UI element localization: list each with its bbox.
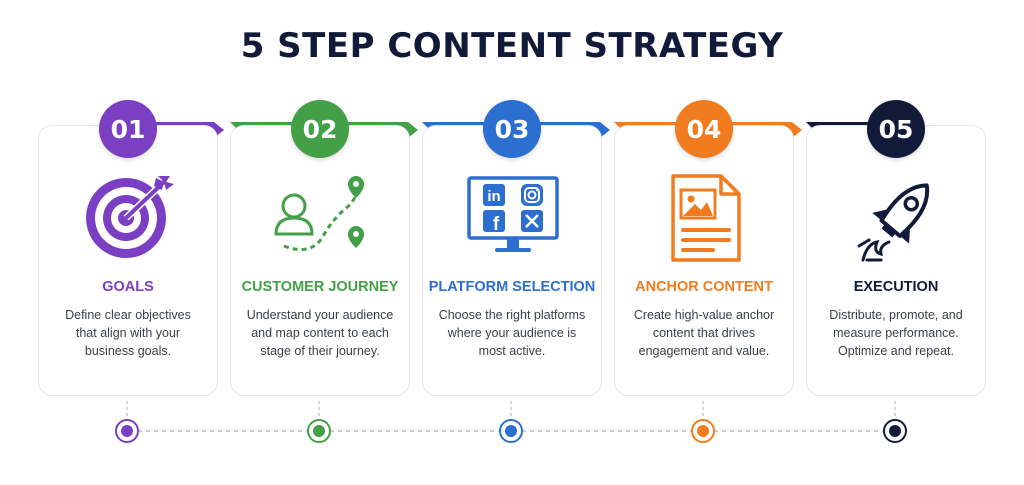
linkedin-label: in xyxy=(487,188,500,205)
timeline-dot-04 xyxy=(691,419,715,443)
step-description-line: stage of their journey. xyxy=(260,344,380,358)
step-title: PLATFORM SELECTION xyxy=(428,279,596,295)
step-title: EXECUTION xyxy=(853,279,939,295)
step-number-badge: 01 xyxy=(99,100,157,158)
timeline-dot-03 xyxy=(499,419,523,443)
timeline-dot-02 xyxy=(307,419,331,443)
timeline-dot-01 xyxy=(115,419,139,443)
step-description-line: most active. xyxy=(478,344,546,358)
facebook-label: f xyxy=(493,214,500,235)
step-description: Choose the right platforms where your au… xyxy=(422,306,602,360)
step-description: Create high-value anchor content that dr… xyxy=(614,306,794,360)
social-platforms-monitor-icon: in f xyxy=(467,176,559,252)
step-title: GOALS xyxy=(102,279,154,295)
step-description-line: business goals. xyxy=(84,344,172,358)
step-description: Understand your audience and map content… xyxy=(230,306,410,360)
step-description-line: where your audience is xyxy=(447,326,577,340)
step-description-line: Choose the right platforms xyxy=(438,308,586,322)
step-description-line: Define clear objectives xyxy=(65,308,191,322)
step-description: Distribute, promote, and measure perform… xyxy=(806,306,986,360)
step-description-line: engagement and value. xyxy=(638,344,770,358)
step-title: ANCHOR CONTENT xyxy=(635,279,773,295)
step-number-badge: 02 xyxy=(291,100,349,158)
timeline xyxy=(115,401,907,443)
step-description: Define clear objectives that align with … xyxy=(38,306,218,360)
step-description-line: Optimize and repeat. xyxy=(837,344,955,358)
step-card-02 xyxy=(230,125,410,396)
rocket-icon xyxy=(857,183,930,262)
step-description-line: Understand your audience xyxy=(246,308,394,322)
step-number-badge: 03 xyxy=(483,100,541,158)
step-title: CUSTOMER JOURNEY xyxy=(241,279,399,295)
page-title: 5 STEP CONTENT STRATEGY xyxy=(240,26,784,66)
timeline-dot-05 xyxy=(883,419,907,443)
step-description-line: Create high-value anchor xyxy=(633,308,775,322)
step-number-badge: 04 xyxy=(675,100,733,158)
step-description-line: and map content to each xyxy=(251,326,389,340)
target-arrow-icon xyxy=(86,176,174,258)
step-description-line: measure performance. xyxy=(833,326,959,340)
step-description-line: that align with your xyxy=(75,326,181,340)
step-number-badge: 05 xyxy=(867,100,925,158)
step-card-03 xyxy=(422,125,602,396)
document-image-icon xyxy=(671,174,741,262)
step-description-line: Distribute, promote, and xyxy=(829,308,963,322)
step-card-01 xyxy=(38,125,218,396)
step-description-line: content that drives xyxy=(652,326,756,340)
user-journey-map-icon xyxy=(274,176,364,252)
